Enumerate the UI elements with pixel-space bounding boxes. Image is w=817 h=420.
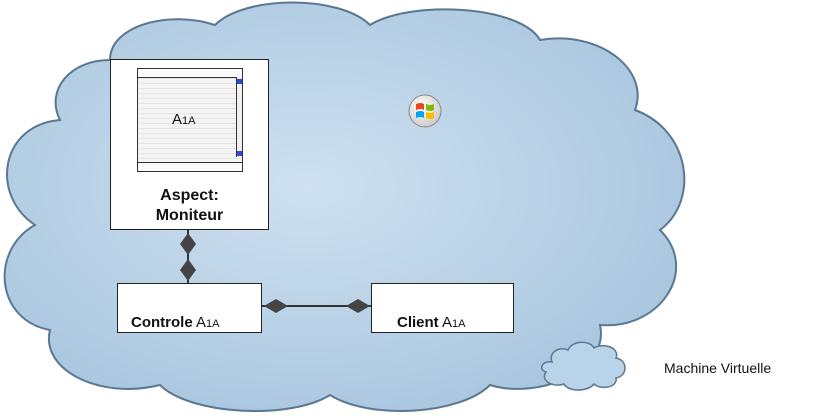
monitor-caption-line1: Aspect:: [160, 187, 219, 204]
controle-box: Controle A1A: [117, 283, 262, 333]
scroll-handle-top: [237, 79, 242, 84]
window-scrollbar: [236, 77, 242, 157]
windows-logo-icon: [408, 94, 442, 128]
window-status-bar: [138, 162, 242, 171]
connector-monitor-controle: [180, 230, 196, 284]
cloud-icon: [541, 341, 626, 391]
window-title-bar: [138, 69, 242, 78]
connector-controle-client: [262, 299, 372, 313]
window-label: A1A: [172, 111, 196, 128]
client-box: Client A1A: [371, 283, 514, 333]
controle-label: Controle A1A: [131, 314, 220, 331]
client-label: Client A1A: [397, 314, 466, 331]
monitor-window: A1A: [137, 68, 243, 172]
monitor-caption-line2: Moniteur: [155, 207, 224, 224]
scroll-handle-bottom: [237, 151, 242, 156]
legend-label: Machine Virtuelle: [664, 360, 772, 376]
